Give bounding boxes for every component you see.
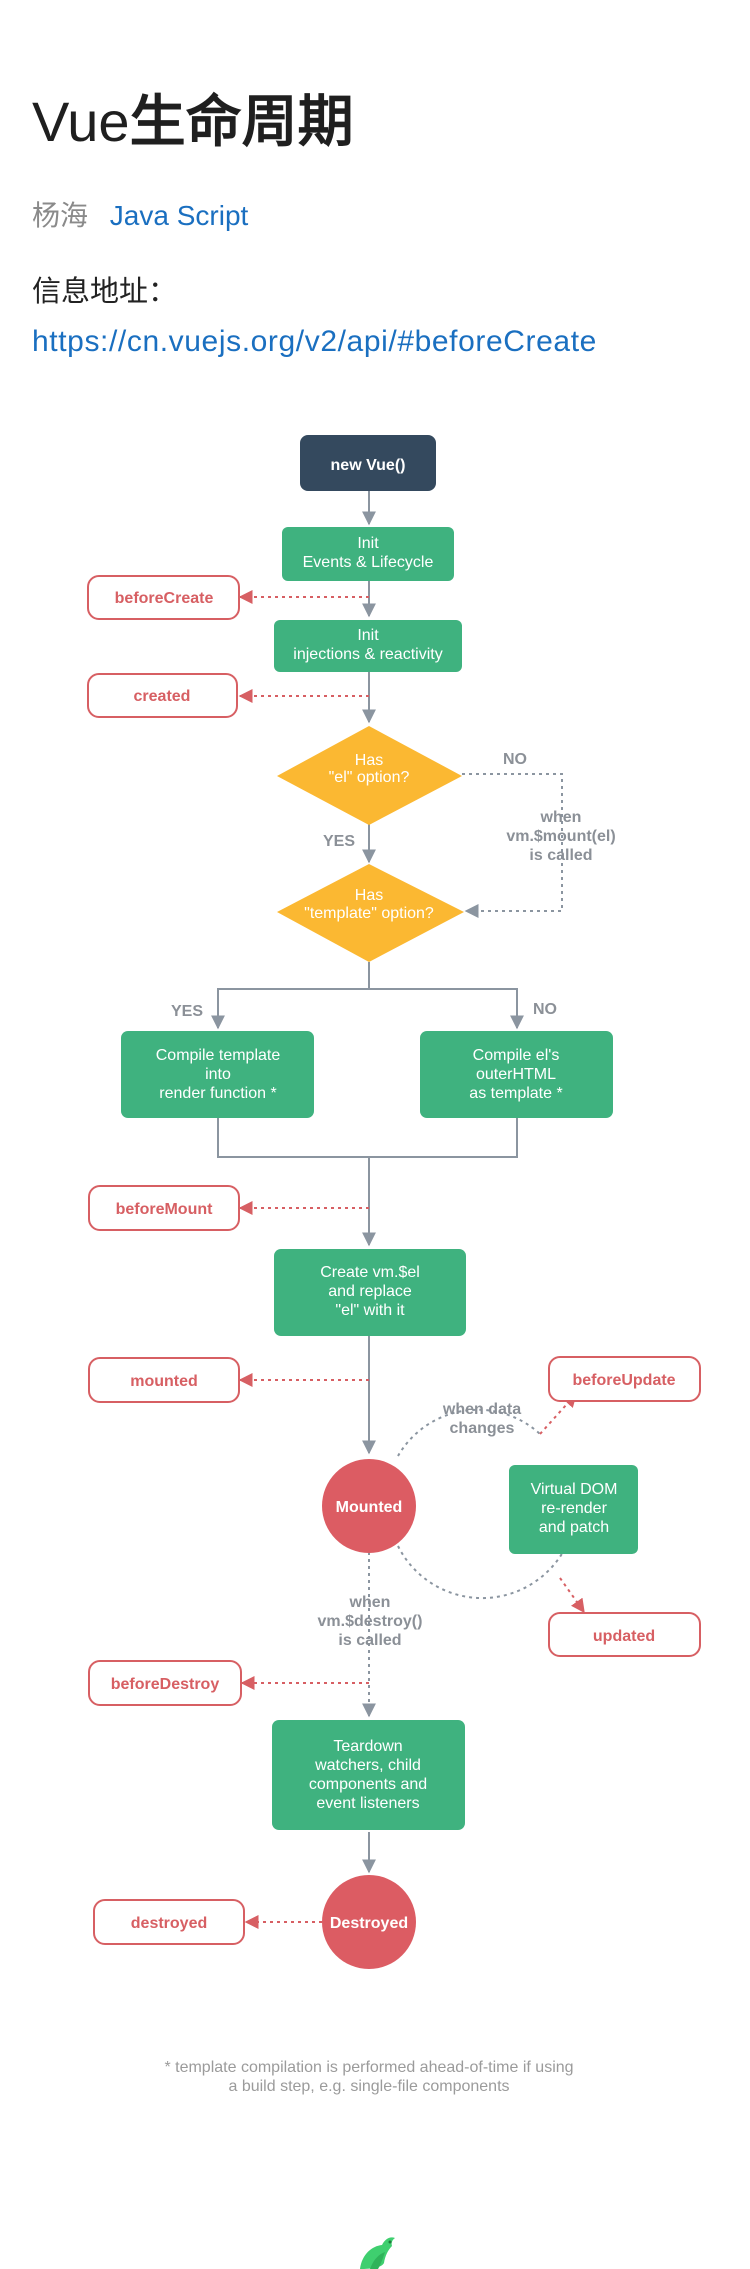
flow-connectors: [211, 490, 524, 1874]
virtual-dom-line-1: Virtual DOM: [531, 1481, 618, 1498]
teardown-line-1: Teardown: [333, 1738, 402, 1755]
connector-template-no: [369, 988, 524, 1030]
label-when-mount-line-2: vm.$mount(el): [506, 828, 615, 845]
has-el-decision: Has "el" option?: [277, 726, 462, 825]
page-title: Vue生命周期: [32, 86, 354, 158]
update-cycle-bottom-arc: [397, 1545, 564, 1600]
hook-box-mounted: [88, 1357, 240, 1403]
teardown-box: Teardown watchers, child components and …: [272, 1720, 465, 1830]
hook-created: created: [134, 688, 191, 705]
compile-template-line-2: into: [205, 1066, 231, 1083]
init-injections-box: Init injections & reactivity: [274, 620, 462, 672]
has-template-line-1: Has: [355, 887, 383, 904]
hook-destroyed: destroyed: [131, 1915, 207, 1932]
label-when-data-changes-line-2: changes: [450, 1420, 515, 1437]
info-label: 信息地址：: [32, 276, 178, 308]
create-el-line-2: and replace: [328, 1283, 412, 1300]
hook-box-before-destroy: [88, 1660, 242, 1706]
hook-box-created: [87, 673, 238, 718]
label-when-mount-line-1: when: [540, 809, 582, 826]
hook-box-updated: [548, 1612, 701, 1657]
label-no-template: NO: [533, 1001, 557, 1018]
hook-connector-updated: [559, 1577, 585, 1614]
hook-before-destroy: beforeDestroy: [111, 1676, 220, 1693]
mounted-state-label: Mounted: [336, 1499, 403, 1516]
article-meta: 杨海 Java Script: [32, 196, 248, 236]
compile-template-box: Compile template into render function *: [121, 1031, 314, 1118]
footnote: * template compilation is performed ahea…: [164, 2059, 573, 2095]
mounted-state: Mounted: [322, 1459, 416, 1553]
compile-template-line-3: render function *: [159, 1085, 276, 1102]
label-when-data-changes-line-1: when data: [442, 1401, 521, 1418]
start-node: new Vue(): [300, 435, 436, 491]
footnote-line-1: * template compilation is performed ahea…: [164, 2059, 573, 2076]
hook-labels: beforeCreate created beforeMount mounted…: [111, 590, 676, 1932]
hook-boxes: [87, 575, 701, 1945]
create-el-line-3: "el" with it: [335, 1302, 405, 1319]
has-template-decision: Has "template" option?: [277, 864, 464, 962]
has-el-line-1: Has: [355, 752, 383, 769]
connector-el-no: [462, 773, 563, 918]
dotted-connectors: [362, 773, 564, 1718]
init-events-line-2: Events & Lifecycle: [303, 554, 434, 571]
destroyed-state-label: Destroyed: [330, 1915, 408, 1932]
hook-updated: updated: [593, 1628, 655, 1645]
connector-compile-merge: [217, 1117, 518, 1158]
author-name[interactable]: 杨海: [32, 200, 89, 231]
label-yes-el: YES: [323, 833, 355, 850]
create-el-box: Create vm.$el and replace "el" with it: [274, 1249, 466, 1336]
hook-box-before-create: [87, 575, 240, 620]
compile-el-line-1: Compile el's: [473, 1047, 560, 1064]
has-el-line-2: "el" option?: [329, 769, 410, 786]
hook-mounted: mounted: [130, 1373, 198, 1390]
teardown-line-2: watchers, child: [314, 1757, 421, 1774]
branch-labels: NO when vm.$mount(el) is called YES YES …: [171, 751, 616, 1649]
compile-el-line-3: as template *: [469, 1085, 562, 1102]
update-cycle-top-arc: [397, 1408, 541, 1457]
teardown-line-4: event listeners: [316, 1795, 419, 1812]
hook-box-before-update: [548, 1356, 701, 1402]
init-injections-line-1: Init: [357, 627, 379, 644]
has-template-line-2: "template" option?: [304, 905, 434, 922]
info-link[interactable]: https://cn.vuejs.org/v2/api/#beforeCreat…: [32, 325, 597, 358]
bird-logo-icon: [360, 2237, 395, 2269]
connector-template-yes: [211, 962, 370, 1030]
virtual-dom-box: Virtual DOM re-render and patch: [509, 1465, 638, 1554]
category-link[interactable]: Java Script: [109, 200, 249, 231]
label-no-el: NO: [503, 751, 527, 768]
init-events-box: Init Events & Lifecycle: [282, 527, 454, 581]
title-chinese: 生命周期: [129, 90, 354, 153]
destroyed-state: Destroyed: [322, 1875, 416, 1969]
teardown-line-3: components and: [309, 1776, 427, 1793]
label-when-mount-line-3: is called: [529, 847, 592, 864]
compile-template-line-1: Compile template: [156, 1047, 281, 1064]
start-label: new Vue(): [331, 457, 406, 474]
hook-before-update: beforeUpdate: [572, 1372, 675, 1389]
create-el-line-1: Create vm.$el: [320, 1264, 420, 1281]
virtual-dom-line-2: re-render: [541, 1500, 607, 1517]
hook-box-destroyed: [93, 1899, 245, 1945]
title-latin: Vue: [32, 90, 130, 153]
init-events-line-1: Init: [357, 535, 379, 552]
label-when-destroy-line-1: when: [349, 1594, 391, 1611]
hook-connectors: [238, 590, 585, 1929]
label-when-destroy-line-3: is called: [338, 1632, 401, 1649]
footnote-line-2: a build step, e.g. single-file component…: [228, 2078, 509, 2095]
label-when-destroy-line-2: vm.$destroy(): [318, 1613, 423, 1630]
compile-el-box: Compile el's outerHTML as template *: [420, 1031, 613, 1118]
hook-before-mount: beforeMount: [116, 1201, 214, 1218]
label-yes-template: YES: [171, 1003, 203, 1020]
hook-box-before-mount: [88, 1185, 240, 1231]
init-injections-line-2: injections & reactivity: [293, 646, 442, 663]
virtual-dom-line-3: and patch: [539, 1519, 609, 1536]
hook-before-create: beforeCreate: [115, 590, 214, 607]
compile-el-line-2: outerHTML: [476, 1066, 556, 1083]
